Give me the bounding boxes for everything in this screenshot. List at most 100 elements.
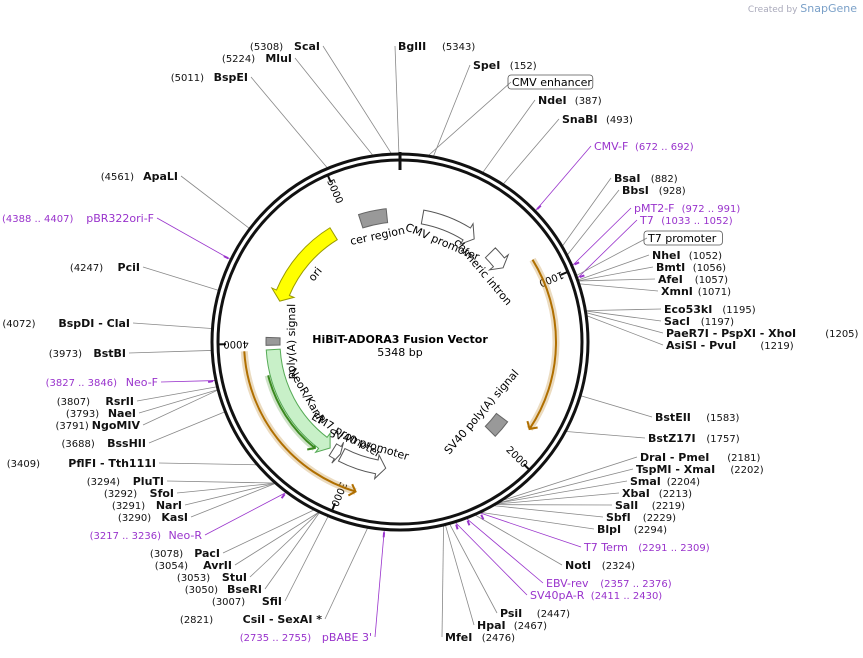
primer-mark xyxy=(579,274,585,279)
enzyme-label: BstEII xyxy=(655,411,691,424)
position-label: (3050) xyxy=(185,585,218,596)
position-label: (3078) xyxy=(150,549,183,560)
primer-label: T7 Term xyxy=(583,541,628,554)
position-label: (1056) xyxy=(693,263,726,274)
position-label: (1197) xyxy=(701,317,734,328)
boxed-label: T7 promoter xyxy=(647,232,717,245)
enzyme-label: PaeR7I - PspXI - XhoI xyxy=(666,327,796,340)
boxed-frame xyxy=(507,74,594,90)
leader-line xyxy=(566,431,646,439)
position-label: (2204) xyxy=(667,477,700,488)
position-label: (2181) xyxy=(727,453,760,464)
leader-line xyxy=(160,380,215,383)
position-label: (4072) xyxy=(2,319,35,330)
enzyme-label: SpeI xyxy=(473,59,500,72)
leader-line xyxy=(455,522,528,596)
enzyme-label: SnaBI xyxy=(562,113,598,126)
position-label: (5011) xyxy=(171,73,204,84)
feature-label: cer region xyxy=(349,224,406,248)
enzyme-label: PluTI xyxy=(133,475,164,488)
leader-line xyxy=(499,468,634,504)
enzyme-label: MluI xyxy=(265,52,292,65)
enzyme-label: MfeI xyxy=(445,631,472,644)
position-label: (1583) xyxy=(706,413,739,424)
position-label: (387) xyxy=(575,96,602,107)
primer-mark xyxy=(455,524,459,530)
enzyme-label: BbsI xyxy=(622,184,649,197)
plasmid-size: 5348 bp xyxy=(377,346,422,359)
enzyme-label: ApaLI xyxy=(143,170,178,183)
gene-line xyxy=(267,375,316,449)
leader-line xyxy=(562,177,612,246)
enzyme-label: PciI xyxy=(118,261,140,274)
leader-line xyxy=(503,118,560,185)
enzyme-label: NaeI xyxy=(108,407,136,420)
primer-mark xyxy=(480,514,485,520)
feature-neor-kanr xyxy=(265,348,331,454)
primer-mark xyxy=(223,255,229,260)
enzyme-label: PflFI - Tth111I xyxy=(68,457,156,470)
leader-line xyxy=(284,516,329,602)
enzyme-label: BsaI xyxy=(614,172,640,185)
enzyme-label: KasI xyxy=(161,511,188,524)
snapgene-logo: SnapGene xyxy=(800,2,857,15)
leader-line xyxy=(294,57,373,156)
position-label: (2476) xyxy=(482,633,515,644)
leader-line xyxy=(480,512,582,548)
leader-line xyxy=(535,145,592,211)
enzyme-label: BmtI xyxy=(656,261,685,274)
leader-line xyxy=(441,525,444,638)
leader-line xyxy=(482,99,536,173)
primer-label: SV40pA-R xyxy=(530,589,585,602)
position-label: (4561) xyxy=(101,172,134,183)
enzyme-label: HpaI xyxy=(477,619,506,632)
leader-line xyxy=(499,480,628,504)
position-label: (3291) xyxy=(112,501,145,512)
leader-line xyxy=(586,310,662,322)
leader-line xyxy=(136,386,217,402)
tick-label: 4000 xyxy=(223,338,249,349)
leader-line xyxy=(578,254,650,281)
position-label: (2229) xyxy=(643,513,676,524)
position-label: (4247) xyxy=(70,263,103,274)
enzyme-label: SbfI xyxy=(606,511,631,524)
leader-line xyxy=(494,505,604,518)
position-label: (2291 .. 2309) xyxy=(638,543,710,554)
position-label: (1033 .. 1052) xyxy=(661,216,733,227)
leader-line xyxy=(234,512,319,566)
leader-line xyxy=(148,411,225,444)
feature-sv40-poly-a-signal xyxy=(484,412,509,437)
position-label: (3292) xyxy=(104,489,137,500)
position-label: (928) xyxy=(659,186,686,197)
enzyme-label: BspDI - ClaI xyxy=(58,317,130,330)
tick-1000 xyxy=(560,270,569,276)
leader-line xyxy=(497,492,620,505)
leader-line xyxy=(449,524,498,614)
primer-mark xyxy=(536,204,542,210)
enzyme-label: CsiI - SexAI * xyxy=(243,613,323,626)
position-label: (1205) xyxy=(825,329,858,340)
leader-line xyxy=(394,45,400,154)
enzyme-label: SfoI xyxy=(150,487,174,500)
enzyme-label: AfeI xyxy=(658,273,683,286)
leader-line xyxy=(586,308,662,312)
leader-line xyxy=(166,480,275,484)
gene-line xyxy=(528,259,557,430)
primer-mark xyxy=(574,261,580,266)
leader-line xyxy=(158,462,257,466)
primer-mark xyxy=(466,520,471,526)
feature-sv40-promoter xyxy=(337,447,387,481)
leader-line xyxy=(578,278,656,282)
leader-line xyxy=(142,266,219,291)
enzyme-label: BglII xyxy=(398,40,426,53)
plasmid-name: HiBiT-ADORA3 Fusion Vector xyxy=(312,333,488,346)
leader-line xyxy=(503,456,638,501)
leader-line xyxy=(250,76,328,168)
leader-line xyxy=(156,217,231,260)
enzyme-label: BssHII xyxy=(107,437,146,450)
enzyme-label: BstZ17I xyxy=(648,432,696,445)
position-label: (2447) xyxy=(537,609,570,620)
leader-line xyxy=(481,512,595,530)
primer-label: pMT2-F xyxy=(634,202,675,215)
